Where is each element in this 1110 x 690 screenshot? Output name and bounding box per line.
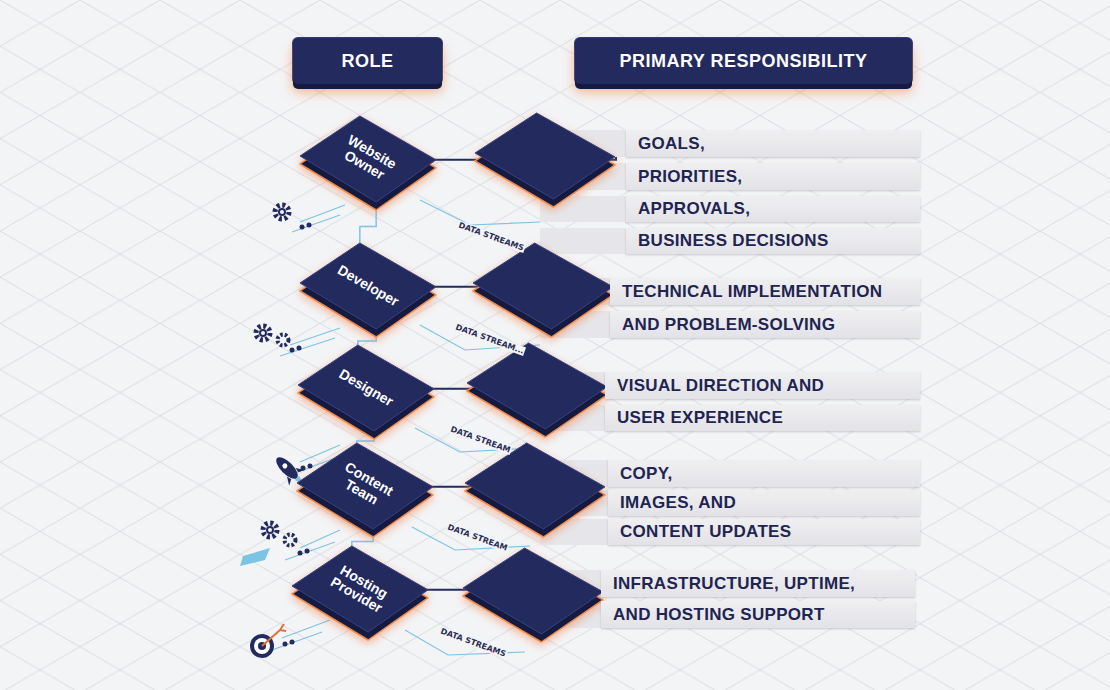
tile-top [465,443,605,529]
role-tile: Hosting Provider [292,546,428,640]
tile-top [300,243,436,329]
responsibility-bar: AND PROBLEM-SOLVING [610,311,920,338]
column-header: ROLE [293,38,442,84]
blank-tile [467,343,607,437]
gear-icon [256,205,296,546]
target-icon [250,624,286,658]
node-text: AND PROBLEM-SOLVING [622,315,835,335]
node-text: CONTENT UPDATES [620,522,791,542]
blank-tile [473,243,613,337]
responsibility-bar: INFRASTRUCTURE, UPTIME, [601,570,915,597]
blank-tile [475,113,615,207]
node-text: APPROVALS, [638,199,750,219]
node-text: ROLE [329,51,405,72]
tile-top [297,443,433,529]
responsibility-bar: CONTENT UPDATES [608,519,920,545]
responsibility-bar: USER EXPERIENCE [605,405,920,431]
responsibility-bar: PRIORITIES, [626,163,920,190]
stream-label: DATA STREAMS [438,626,508,659]
role-tile: Developer [300,243,436,337]
tile-top [475,113,615,199]
node-text: AND HOSTING SUPPORT [613,605,825,625]
column-header: PRIMARY RESPONSIBILITY [575,38,912,84]
node-text: VISUAL DIRECTION AND [617,376,824,396]
blank-tile [463,548,603,642]
responsibility-bar: GOALS, [626,130,920,157]
node-text: IMAGES, AND [620,493,736,513]
node-text: INFRASTRUCTURE, UPTIME, [613,574,855,594]
node-text: TECHNICAL IMPLEMENTATION [622,282,882,302]
tile-top [467,343,607,429]
tile-top [292,546,428,632]
node-text: COPY, [620,464,673,484]
stream-label: DATA STREAM [445,522,509,553]
bar-extension [540,228,626,254]
tile-top [473,243,613,329]
connector-line [358,337,376,345]
connector-line [357,439,374,443]
node-text: GOALS, [638,134,705,154]
stream-label: DATA STREAMS [456,220,526,253]
role-tile: Website Owner [300,116,436,210]
role-tile: Content Team [297,443,433,537]
node-text: USER EXPERIENCE [617,408,783,428]
connector-line [360,210,376,243]
responsibility-bar: IMAGES, AND [608,490,920,516]
responsibility-bar: COPY, [608,460,920,487]
responsibility-bar: AND HOSTING SUPPORT [601,601,915,628]
role-tile: Designer [298,345,434,439]
tile-top [300,116,436,202]
stream-label: DATA STREAM... [453,322,526,356]
tile-top [463,548,603,634]
responsibility-bar: TECHNICAL IMPLEMENTATION [610,278,920,305]
node-text: BUSINESS DECISIONS [638,231,829,251]
node-text: PRIORITIES, [638,167,742,187]
responsibility-bar: VISUAL DIRECTION AND [605,372,920,399]
node-text: PRIMARY RESPONSIBILITY [607,51,879,72]
cloud-shape [240,548,270,566]
blank-tile [465,443,605,537]
connector-line [352,537,373,546]
responsibility-bar: APPROVALS, [626,196,920,222]
responsibility-bar: BUSINESS DECISIONS [626,228,920,254]
stream-label: DATA STREAM [448,424,512,455]
tile-top [298,345,434,431]
